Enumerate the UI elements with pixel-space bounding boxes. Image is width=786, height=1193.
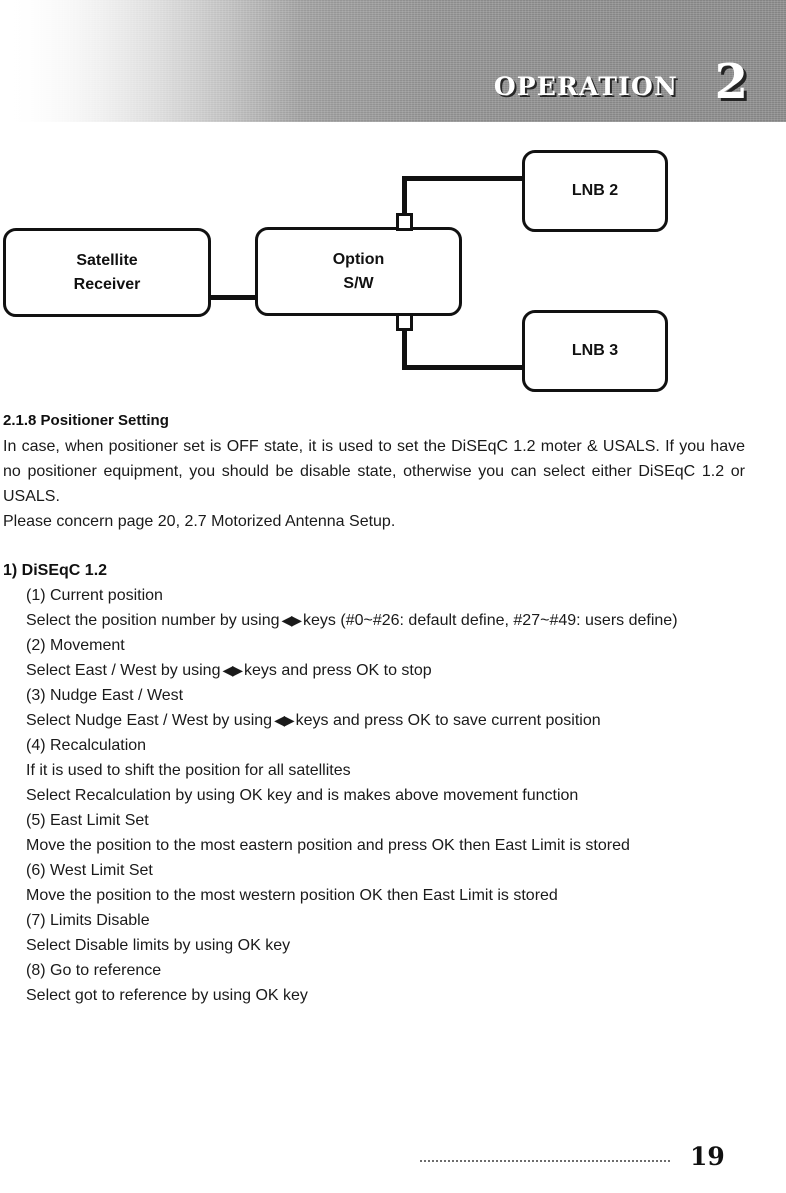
list-item-4-label: (4) Recalculation <box>26 737 147 754</box>
item-3-text-b: keys and press OK to save current positi… <box>295 712 601 729</box>
footer-dotted-rule <box>420 1160 670 1162</box>
page-footer: 19 <box>0 1137 786 1171</box>
section-paragraph: In case, when positioner set is OFF stat… <box>3 438 745 505</box>
item-3-text-a: Select Nudge East / West by using <box>26 712 273 729</box>
list-item-8-label: (8) Go to reference <box>26 962 162 979</box>
node-label-line1: Satellite <box>76 251 138 269</box>
list-item-4-text-a: If it is used to shift the position for … <box>26 762 351 779</box>
list-item-3-label: (3) Nudge East / West <box>26 687 184 704</box>
node-label-line2: Receiver <box>73 275 141 293</box>
list-item-8-text: Select got to reference by using OK key <box>26 987 308 1004</box>
list-item-6-label: (6) West Limit Set <box>26 862 153 879</box>
section-content: 2.1.8 Positioner Setting In case, when p… <box>3 410 783 1008</box>
banner-left-fade <box>0 0 300 122</box>
node-label-line1: LNB 2 <box>571 182 619 199</box>
section-note: Please concern page 20, 2.7 Motorized An… <box>3 513 396 530</box>
item-1-text-b: keys (#0~#26: default define, #27~#49: u… <box>303 612 678 629</box>
wire-switch-to-lnb2 <box>402 176 528 181</box>
list-item-3-text: Select Nudge East / West by using◀▶keys … <box>26 708 732 733</box>
list-item-5-label: (5) East Limit Set <box>26 812 149 829</box>
list-item-7-label: (7) Limits Disable <box>26 912 150 929</box>
list-item-7-text: Select Disable limits by using OK key <box>26 937 291 954</box>
section-heading: 2.1.8 Positioner Setting <box>3 412 169 429</box>
diagram-node-lnb-3: LNB 3 <box>522 310 668 392</box>
subsection-heading-diseqc: 1) DiSEqC 1.2 <box>3 562 108 579</box>
list-item-2-text: Select East / West by using◀▶keys and pr… <box>26 658 746 683</box>
port-connector-top <box>396 213 413 231</box>
list-item-2-label: (2) Movement <box>26 637 125 654</box>
paragraph-spacer <box>3 534 783 558</box>
chapter-banner: OPERATION 2 <box>0 0 786 122</box>
wire-switch-bottom-vertical <box>402 318 407 370</box>
page-number: 19 <box>690 1142 725 1171</box>
wire-switch-top-vertical <box>402 176 407 226</box>
wire-receiver-to-switch <box>206 295 262 300</box>
list-item-1-text: Select the position number by using◀▶key… <box>26 608 726 633</box>
connection-diagram: Satellite Receiver Option S/W LNB 2 LNB … <box>0 128 786 408</box>
banner-title: OPERATION <box>493 72 678 101</box>
node-label-line1: Option <box>332 250 385 268</box>
port-connector-bottom <box>396 313 413 331</box>
list-item-4-text-b: Select Recalculation by using OK key and… <box>26 787 579 804</box>
node-label-line1: LNB 3 <box>571 342 619 359</box>
chapter-number: 2 <box>714 54 748 110</box>
banner-texture <box>0 0 786 122</box>
left-right-arrow-icon: ◀▶ <box>281 612 302 628</box>
diagram-node-satellite-receiver: Satellite Receiver <box>3 228 211 317</box>
diagram-node-lnb-2: LNB 2 <box>522 150 668 232</box>
list-item-1-label: (1) Current position <box>26 587 163 604</box>
list-item-5-text: Move the position to the most eastern po… <box>26 837 630 854</box>
item-2-text-b: keys and press OK to stop <box>244 662 432 679</box>
left-right-arrow-icon: ◀▶ <box>274 712 295 728</box>
left-right-arrow-icon: ◀▶ <box>222 662 243 678</box>
wire-switch-to-lnb3 <box>402 365 528 370</box>
diagram-node-option-switch: Option S/W <box>255 227 462 316</box>
item-1-text-a: Select the position number by using <box>26 612 280 629</box>
instruction-list: (1) Current position Select the position… <box>26 583 746 1008</box>
item-2-text-a: Select East / West by using <box>26 662 221 679</box>
node-label-line2: S/W <box>343 274 374 292</box>
list-item-6-text: Move the position to the most western po… <box>26 887 558 904</box>
